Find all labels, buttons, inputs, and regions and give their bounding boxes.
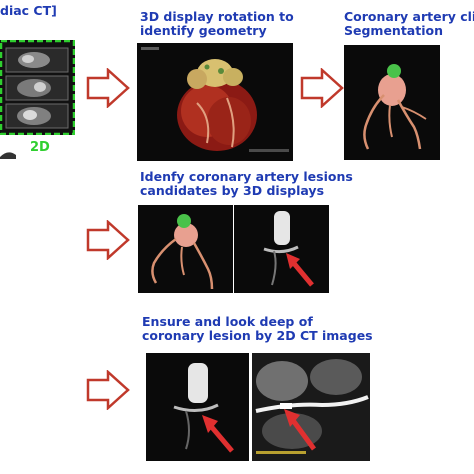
step1-label: 3D display rotation to identify geometry bbox=[140, 10, 294, 38]
coronary-segmentation-panel bbox=[344, 45, 440, 160]
red-pointer-arrow-icon bbox=[290, 259, 314, 287]
two-d-label: 2D bbox=[30, 140, 50, 155]
hollow-right-arrow-icon bbox=[86, 370, 130, 410]
step3-line2: candidates by 3D displays bbox=[140, 183, 325, 198]
hollow-right-arrow-icon bbox=[300, 68, 344, 108]
heart-3d-render bbox=[141, 47, 289, 152]
hollow-right-arrow-icon bbox=[86, 220, 130, 260]
step4-line2: coronary lesion by 2D CT images bbox=[142, 328, 373, 343]
step1-line2: identify geometry bbox=[140, 23, 267, 38]
scanner-edge-icon bbox=[0, 152, 16, 159]
lesion-mpr-panel bbox=[234, 205, 329, 293]
curved-mpr-image bbox=[252, 353, 370, 461]
heart-3d-render-panel bbox=[137, 43, 293, 161]
step2-label: Coronary artery clic Segmentation bbox=[344, 10, 474, 38]
step4-line1: Ensure and look deep of bbox=[142, 314, 313, 329]
curved-mpr-panel bbox=[252, 353, 370, 461]
red-pointer-arrow-icon bbox=[289, 417, 317, 451]
ct-cross-section-image bbox=[173, 363, 234, 453]
ct-cross-section-panel bbox=[146, 353, 249, 461]
cardiac-ct-label: diac CT] bbox=[0, 3, 57, 18]
step2-line1: Coronary artery clic bbox=[344, 9, 474, 24]
red-pointer-arrow-icon bbox=[208, 423, 234, 453]
step4-label: Ensure and look deep of coronary lesion … bbox=[142, 315, 373, 343]
lesion-3d-panel bbox=[138, 205, 233, 293]
ct-slices-panel bbox=[0, 40, 75, 135]
lesion-3d-image bbox=[151, 214, 214, 290]
step2-line2: Segmentation bbox=[344, 23, 443, 38]
coronary-segmentation-image bbox=[363, 64, 427, 150]
step3-line1: Idenfy coronary artery lesions bbox=[140, 169, 353, 184]
lesion-mpr-image bbox=[263, 211, 314, 287]
step3-label: Idenfy coronary artery lesions candidate… bbox=[140, 170, 353, 198]
ct-slices-image bbox=[0, 40, 75, 135]
hollow-right-arrow-icon bbox=[86, 68, 130, 108]
step1-line1: 3D display rotation to bbox=[140, 9, 294, 24]
